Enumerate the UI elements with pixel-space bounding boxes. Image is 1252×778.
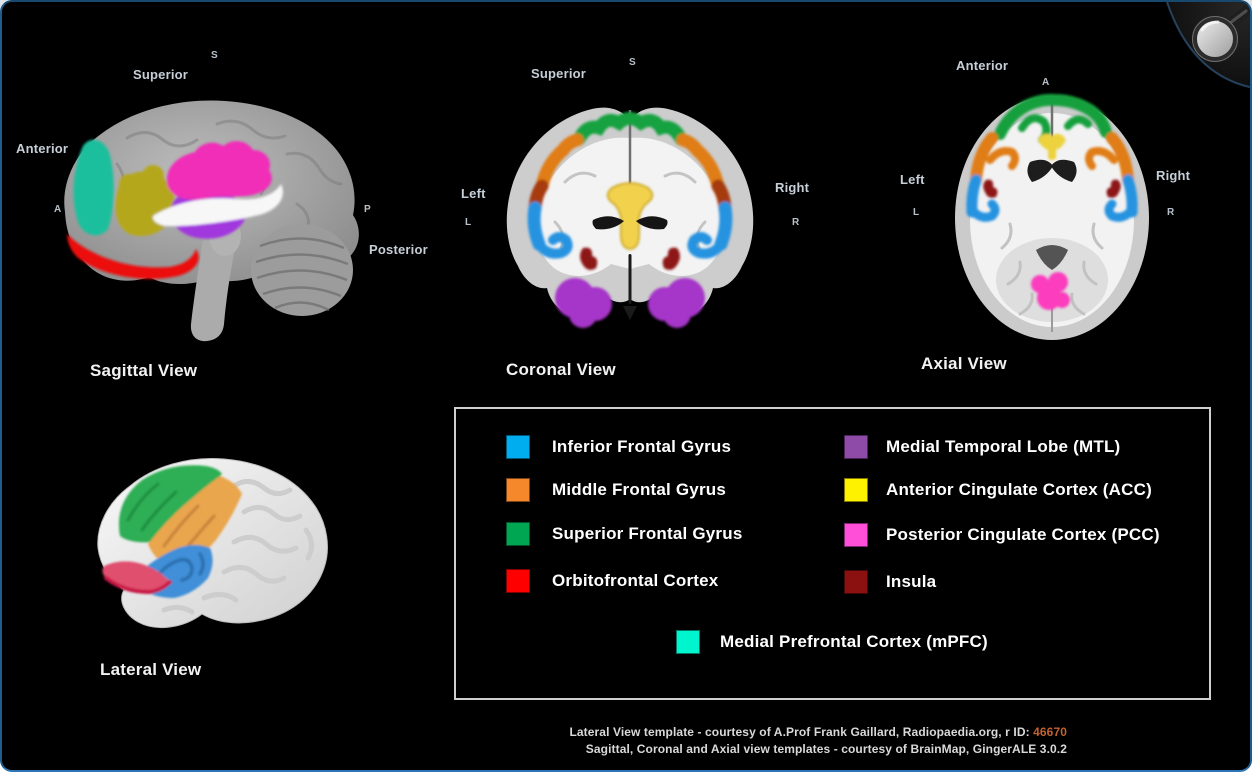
axial-view-caption: Axial View: [921, 354, 1007, 373]
coronal-r-letter: R: [792, 217, 800, 228]
sagittal-posterior-label: Posterior: [369, 242, 428, 257]
legend-label-medial-temporal-lobe: Medial Temporal Lobe (MTL): [886, 437, 1121, 456]
coronal-s-letter: S: [629, 57, 636, 68]
legend-label-medial-prefrontal-cortex: Medial Prefrontal Cortex (mPFC): [720, 632, 988, 651]
axial-brain-image: [955, 93, 1149, 340]
credits-rid: 46670: [1033, 725, 1067, 739]
legend-label-inferior-frontal-gyrus: Inferior Frontal Gyrus: [552, 437, 732, 456]
legend-label-orbitofrontal-cortex: Orbitofrontal Cortex: [552, 571, 719, 590]
coronal-superior-label: Superior: [531, 66, 587, 81]
sagittal-view-panel: S Superior Anterior A P Posterior: [2, 2, 432, 402]
legend-item-inferior-frontal-gyrus: Inferior Frontal Gyrus: [506, 435, 731, 459]
lateral-view-panel: Lateral View: [2, 402, 432, 702]
sagittal-anterior-label: Anterior: [16, 141, 69, 156]
lateral-view-caption: Lateral View: [100, 660, 202, 679]
sagittal-a-letter: A: [54, 204, 62, 215]
magnifier-icon-graphic: [1166, 2, 1250, 89]
coronal-left-label: Left: [461, 186, 486, 201]
credits-text: Lateral View template - courtesy of A.Pr…: [502, 724, 1067, 758]
legend-label-superior-frontal-gyrus: Superior Frontal Gyrus: [552, 524, 743, 543]
coronal-right-label: Right: [775, 180, 810, 195]
legend-item-middle-frontal-gyrus: Middle Frontal Gyrus: [506, 478, 726, 502]
legend-swatch-posterior-cingulate-cortex: [844, 523, 868, 547]
legend-label-posterior-cingulate-cortex: Posterior Cingulate Cortex (PCC): [886, 525, 1160, 544]
legend-swatch-medial-temporal-lobe: [844, 435, 868, 459]
coronal-view-panel: S Superior Left L Right R: [432, 2, 852, 402]
credits-line-2: Sagittal, Coronal and Axial view templat…: [585, 742, 1067, 756]
legend-label-middle-frontal-gyrus: Middle Frontal Gyrus: [552, 480, 727, 499]
sagittal-s-letter: S: [211, 50, 218, 61]
axial-view-panel: Anterior A Left L Right R: [852, 2, 1250, 402]
legend-item-medial-temporal-lobe: Medial Temporal Lobe (MTL): [844, 435, 1120, 459]
axial-anterior-label: Anterior: [956, 58, 1009, 73]
magnifier-icon[interactable]: [1164, 2, 1250, 90]
sagittal-p-letter: P: [364, 204, 371, 215]
legend-item-posterior-cingulate-cortex: Posterior Cingulate Cortex (PCC): [844, 523, 1160, 547]
legend-swatch-inferior-frontal-gyrus: [506, 435, 530, 459]
legend-label-insula: Insula: [886, 572, 937, 591]
lateral-brain-image: [97, 458, 328, 628]
legend-item-anterior-cingulate-cortex: Anterior Cingulate Cortex (ACC): [844, 478, 1152, 502]
legend-swatch-middle-frontal-gyrus: [506, 478, 530, 502]
coronal-brain-image: [506, 107, 754, 328]
legend-swatch-anterior-cingulate-cortex: [844, 478, 868, 502]
sagittal-superior-label: Superior: [133, 67, 189, 82]
legend-swatch-insula: [844, 570, 868, 594]
axial-a-letter: A: [1042, 77, 1050, 88]
legend-swatch-orbitofrontal-cortex: [506, 569, 530, 593]
axial-r-letter: R: [1167, 207, 1175, 218]
legend-item-insula: Insula: [844, 570, 936, 594]
axial-left-label: Left: [900, 172, 925, 187]
legend-label-anterior-cingulate-cortex: Anterior Cingulate Cortex (ACC): [886, 480, 1152, 499]
legend-box: Inferior Frontal Gyrus Middle Frontal Gy…: [454, 407, 1211, 700]
legend-item-medial-prefrontal-cortex: Medial Prefrontal Cortex (mPFC): [676, 630, 988, 654]
legend-swatch-medial-prefrontal-cortex: [676, 630, 700, 654]
coronal-view-caption: Coronal View: [506, 360, 616, 379]
credits-line-1: Lateral View template - courtesy of A.Pr…: [569, 725, 1067, 739]
coronal-l-letter: L: [465, 217, 472, 228]
legend-item-superior-frontal-gyrus: Superior Frontal Gyrus: [506, 522, 743, 546]
legend-swatch-superior-frontal-gyrus: [506, 522, 530, 546]
axial-l-letter: L: [913, 207, 920, 218]
sagittal-brain-image: [64, 100, 359, 342]
axial-right-label: Right: [1156, 168, 1191, 183]
sagittal-view-caption: Sagittal View: [90, 361, 198, 380]
legend-item-orbitofrontal-cortex: Orbitofrontal Cortex: [506, 569, 718, 593]
